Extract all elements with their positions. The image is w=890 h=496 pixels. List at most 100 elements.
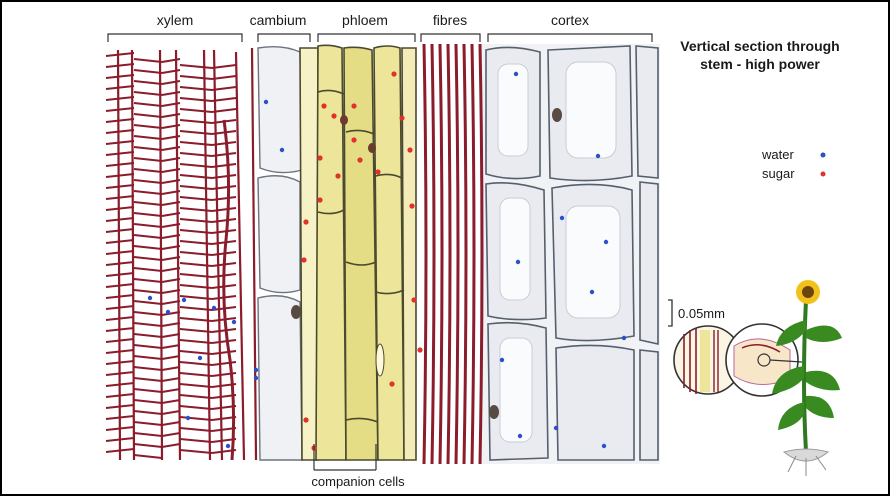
nucleus (368, 143, 376, 153)
xylem-rung (212, 197, 236, 200)
xylem-rung (162, 323, 180, 326)
xylem-rung (106, 218, 134, 221)
xylem-rung (134, 81, 162, 84)
water-dot (254, 368, 258, 372)
water-dot (226, 444, 230, 448)
xylem-rung (162, 334, 180, 337)
label-companion-cells: companion cells (311, 474, 405, 489)
scale-label: 0.05mm (678, 306, 725, 321)
water-dot (232, 320, 236, 324)
xylem-rung (162, 422, 180, 425)
xylem-rung (212, 340, 236, 343)
xylem-rung (180, 65, 212, 68)
xylem-rung (106, 97, 134, 100)
sugar-dot (389, 381, 394, 386)
xylem-rung (134, 180, 162, 183)
xylem-rung (106, 185, 134, 188)
label-cortex: cortex (551, 12, 589, 28)
xylem-rung (180, 98, 212, 101)
xylem-rung (162, 389, 180, 392)
xylem-rung (134, 279, 162, 282)
xylem-rung (212, 241, 236, 244)
phloem-region (300, 45, 416, 460)
xylem-rung (134, 136, 162, 139)
title-line-1: Vertical section through (680, 38, 839, 54)
xylem-rung (134, 356, 162, 359)
water-dot (186, 416, 190, 420)
xylem-rung (134, 400, 162, 403)
xylem-rung (134, 290, 162, 293)
xylem-rung (134, 257, 162, 260)
sugar-dot (411, 297, 416, 302)
xylem-rung (134, 367, 162, 370)
xylem-rung (162, 301, 180, 304)
scale-bar (668, 300, 672, 326)
label-phloem: phloem (342, 12, 388, 28)
water-dot (254, 376, 258, 380)
xylem-rung (106, 152, 134, 155)
xylem-rung (180, 109, 212, 112)
xylem-rung (134, 235, 162, 238)
xylem-rung (212, 329, 236, 332)
water-dot (182, 298, 186, 302)
xylem-rung (134, 103, 162, 106)
xylem-rung (162, 433, 180, 436)
xylem-rung (134, 411, 162, 414)
xylem-rung (180, 131, 212, 134)
xylem-rung (106, 86, 134, 89)
sugar-dot (409, 203, 414, 208)
xylem-rung (180, 186, 212, 189)
xylem-rung (212, 208, 236, 211)
xylem-rung (106, 163, 134, 166)
xylem-rung (180, 439, 212, 442)
region-brackets (108, 34, 652, 42)
xylem-rung (134, 246, 162, 249)
water-dot (602, 444, 606, 448)
water-dot (166, 310, 170, 314)
water-dot (518, 434, 522, 438)
sugar-dot (407, 147, 412, 152)
title-line-2: stem - high power (700, 56, 820, 72)
fibres-region (424, 44, 482, 464)
xylem-rung (180, 164, 212, 167)
xylem-rung (162, 378, 180, 381)
xylem-rung (106, 64, 134, 67)
xylem-rung (212, 362, 236, 365)
xylem-rung (134, 92, 162, 95)
xylem-rung (180, 351, 212, 354)
sugar-dot (351, 103, 356, 108)
cambium-region (258, 47, 302, 460)
label-xylem: xylem (157, 12, 194, 28)
xylem-rung (180, 406, 212, 409)
xylem-rung (180, 362, 212, 365)
xylem-rung (134, 191, 162, 194)
xylem-rung (106, 108, 134, 111)
xylem-rung (106, 130, 134, 133)
xylem-rung (106, 196, 134, 199)
xylem-rung (134, 323, 162, 326)
xylem-rung (180, 384, 212, 387)
xylem-rung (106, 141, 134, 144)
xylem-rung (134, 301, 162, 304)
xylem-rung (134, 268, 162, 271)
xylem-rung (212, 65, 236, 68)
xylem-rung (180, 395, 212, 398)
xylem-rung (134, 345, 162, 348)
xylem-rung (162, 367, 180, 370)
xylem-rung (180, 373, 212, 376)
legend-water-label: water (761, 147, 794, 162)
xylem-rung (134, 422, 162, 425)
sugar-dot (417, 347, 422, 352)
xylem-rung (134, 169, 162, 172)
xylem-rung (134, 389, 162, 392)
xylem-rung (212, 230, 236, 233)
legend: water sugar (761, 147, 826, 181)
xylem-rung (106, 229, 134, 232)
sugar-dot (335, 173, 340, 178)
water-dot (590, 290, 594, 294)
xylem-rung (134, 147, 162, 150)
xylem-rung (134, 125, 162, 128)
xylem-rung (180, 175, 212, 178)
xylem-rung (106, 174, 134, 177)
sugar-dot (317, 197, 322, 202)
